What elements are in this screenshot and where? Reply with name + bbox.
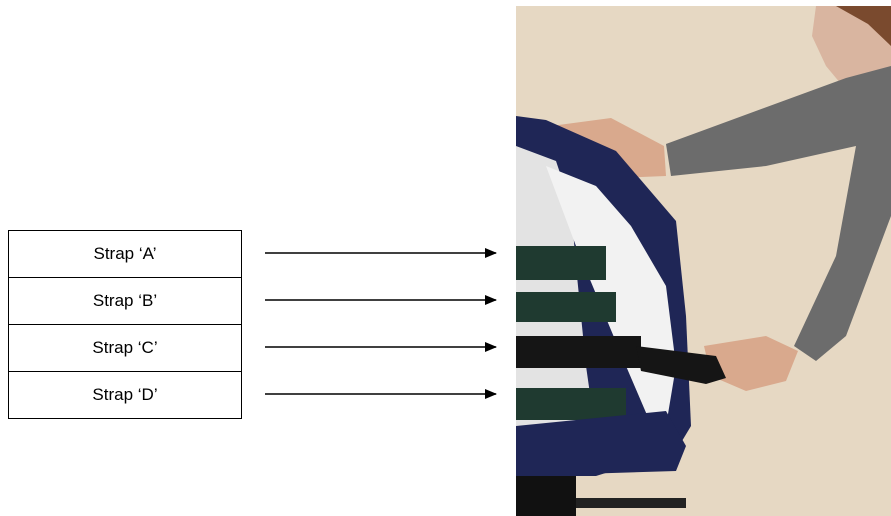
strap-d <box>516 388 626 420</box>
strap-c <box>516 336 641 368</box>
strap-b <box>516 292 616 322</box>
chair-photo <box>516 6 891 516</box>
chair-base <box>516 476 576 516</box>
strap-a <box>516 246 606 280</box>
